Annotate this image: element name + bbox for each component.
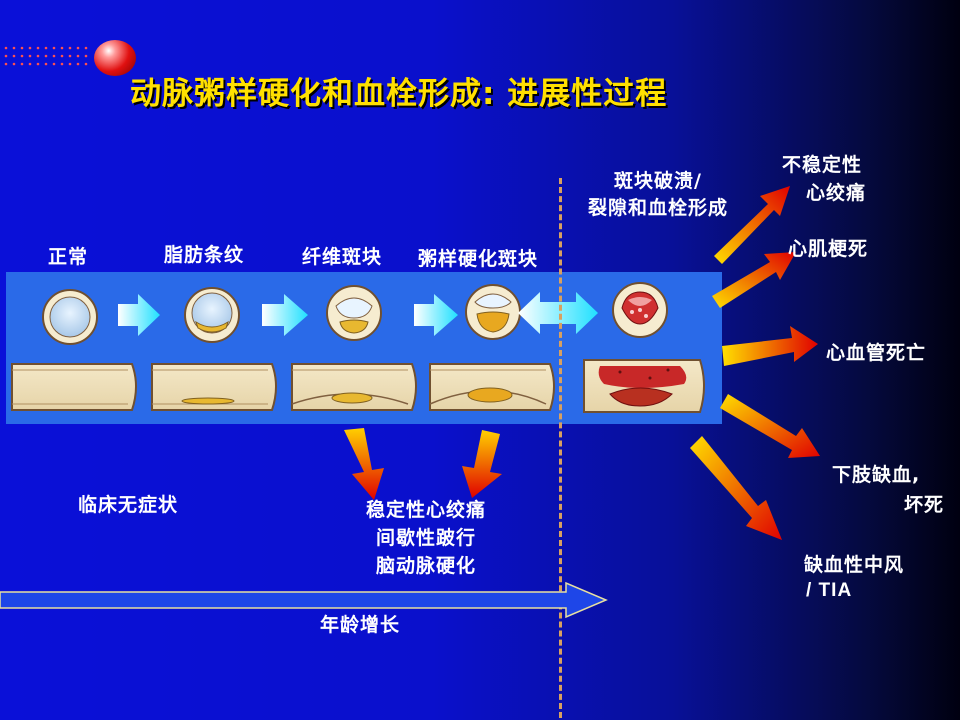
label-stroke-2: / TIA bbox=[806, 580, 853, 601]
dots-decoration bbox=[4, 46, 88, 66]
label-fatty-streak: 脂肪条纹 bbox=[164, 244, 245, 266]
arrow-mi bbox=[712, 252, 796, 308]
logo-ball bbox=[94, 40, 136, 76]
longitudinal-atheroma bbox=[429, 363, 555, 411]
cross-section-fibrous-plaque bbox=[326, 285, 382, 341]
label-fibrous-plaque: 纤维斑块 bbox=[302, 246, 383, 268]
label-normal: 正常 bbox=[48, 246, 89, 268]
arrow-down-2 bbox=[462, 430, 502, 498]
arrow-cv-death bbox=[722, 326, 818, 366]
longitudinal-fatty-streak bbox=[151, 363, 277, 411]
label-age: 年龄增长 bbox=[320, 614, 401, 636]
bidirectional-arrow bbox=[518, 292, 598, 334]
progress-arrow-1 bbox=[118, 294, 160, 336]
label-limb-ischemia-1: 下肢缺血, bbox=[832, 464, 921, 486]
label-rupture: 斑块破溃/ 裂隙和血栓形成 bbox=[572, 166, 744, 220]
cross-section-normal bbox=[42, 289, 98, 345]
label-unstable-angina-1: 不稳定性 bbox=[782, 154, 863, 176]
progress-arrow-3 bbox=[414, 294, 458, 336]
label-stable-angina: 稳定性心绞痛 bbox=[365, 499, 486, 521]
longitudinal-normal bbox=[11, 363, 137, 411]
cross-section-ruptured bbox=[612, 282, 668, 338]
label-mi: 心肌梗死 bbox=[788, 238, 869, 260]
arrow-unstable-angina bbox=[714, 186, 790, 264]
arrow-down-1 bbox=[344, 428, 384, 500]
label-stroke-1: 缺血性中风 bbox=[804, 554, 905, 576]
age-arrow bbox=[0, 581, 608, 619]
label-rupture-line2: 裂隙和血栓形成 bbox=[587, 197, 728, 219]
cross-section-fatty-streak bbox=[184, 287, 240, 343]
page-title: 动脉粥样硬化和血栓形成: 进展性过程 bbox=[130, 76, 668, 112]
label-unstable-angina-2: 心绞痛 bbox=[806, 182, 867, 204]
label-cv-death: 心血管死亡 bbox=[826, 342, 927, 364]
label-stable-conditions: 稳定性心绞痛 间歇性跛行 脑动脉硬化 bbox=[346, 496, 506, 580]
label-asymptomatic: 临床无症状 bbox=[78, 494, 179, 516]
cross-section-atheroma bbox=[465, 284, 521, 340]
progress-arrow-2 bbox=[262, 294, 308, 336]
arrow-limb-ischemia bbox=[720, 394, 820, 458]
arrow-stroke bbox=[690, 436, 782, 540]
label-atheroma: 粥样硬化斑块 bbox=[418, 248, 539, 270]
label-cerebral-sclerosis: 脑动脉硬化 bbox=[375, 555, 476, 577]
label-rupture-line1: 斑块破溃/ bbox=[614, 170, 702, 192]
longitudinal-ruptured bbox=[583, 359, 705, 413]
longitudinal-fibrous-plaque bbox=[291, 363, 417, 411]
label-claudication: 间歇性跛行 bbox=[375, 527, 476, 549]
dashed-divider bbox=[559, 178, 562, 718]
label-limb-ischemia-2: 坏死 bbox=[904, 494, 945, 516]
